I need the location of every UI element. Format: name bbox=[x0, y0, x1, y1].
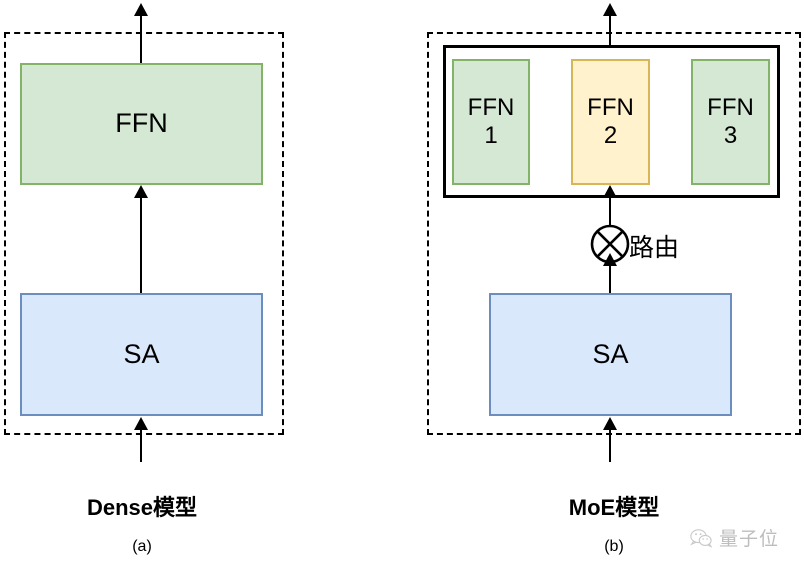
moe-output-arrow-line bbox=[609, 14, 611, 62]
dense-ffn-block: FFN bbox=[20, 63, 263, 185]
wechat-icon bbox=[690, 528, 712, 548]
moe-input-arrow-line bbox=[609, 428, 611, 462]
moe-router-to-expert-arrow-line bbox=[609, 197, 611, 230]
dense-panel-index: (a) bbox=[132, 538, 152, 555]
dense-sa-block: SA bbox=[20, 293, 263, 416]
watermark-text: 量子位 bbox=[719, 529, 780, 550]
moe-output-arrow-head bbox=[603, 3, 617, 16]
moe-expert-ffn-3: FFN 3 bbox=[691, 59, 770, 185]
moe-sa-block: SA bbox=[489, 293, 732, 416]
dense-sa-to-ffn-arrow-line bbox=[140, 196, 142, 294]
moe-panel-index: (b) bbox=[604, 538, 624, 555]
dense-input-arrow-line bbox=[140, 428, 142, 462]
dense-sa-to-ffn-arrow-head bbox=[134, 185, 148, 198]
moe-expert-ffn-2-active: FFN 2 bbox=[571, 59, 650, 185]
dense-input-arrow-head bbox=[134, 417, 148, 430]
moe-router-to-expert-arrow-head bbox=[603, 185, 617, 198]
moe-panel-caption: MoE模型 bbox=[568, 495, 660, 520]
router-label: 路由 bbox=[629, 234, 680, 262]
router-icon bbox=[590, 224, 630, 264]
dense-panel-caption: Dense模型 bbox=[86, 495, 198, 520]
moe-input-arrow-head bbox=[603, 417, 617, 430]
dense-output-arrow-head bbox=[134, 3, 148, 16]
moe-block-boundary bbox=[427, 32, 801, 435]
watermark: 量子位 bbox=[690, 524, 779, 551]
moe-sa-to-router-arrow-line bbox=[609, 262, 611, 296]
dense-block-boundary bbox=[4, 32, 284, 435]
dense-output-arrow-line bbox=[140, 14, 142, 64]
moe-sa-to-router-arrow-head bbox=[603, 253, 617, 266]
moe-expert-ffn-1: FFN 1 bbox=[452, 59, 530, 185]
